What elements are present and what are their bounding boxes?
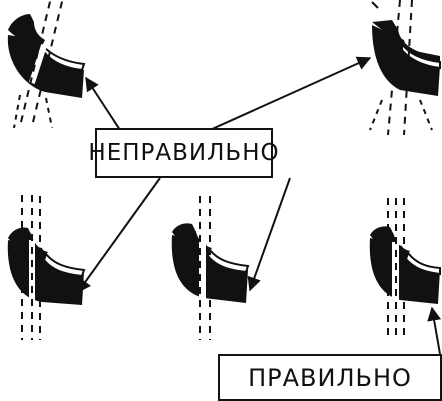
arrow-to-bottom-left (77, 177, 161, 294)
incorrect-label: НЕПРАВИЛЬНО (88, 128, 279, 178)
correct-label: ПРАВИЛЬНО (218, 354, 442, 401)
part-bottom-left (7, 195, 86, 340)
arrow-to-top-right (209, 56, 372, 131)
arrow-to-top-left (85, 76, 121, 131)
part-bottom-right (369, 198, 441, 340)
part-bottom-middle (171, 196, 250, 340)
arrow-to-bottom-right (427, 306, 442, 355)
part-top-right (369, 0, 441, 136)
arrow-to-bottom-middle (247, 177, 291, 292)
part-top-left (7, 1, 86, 129)
